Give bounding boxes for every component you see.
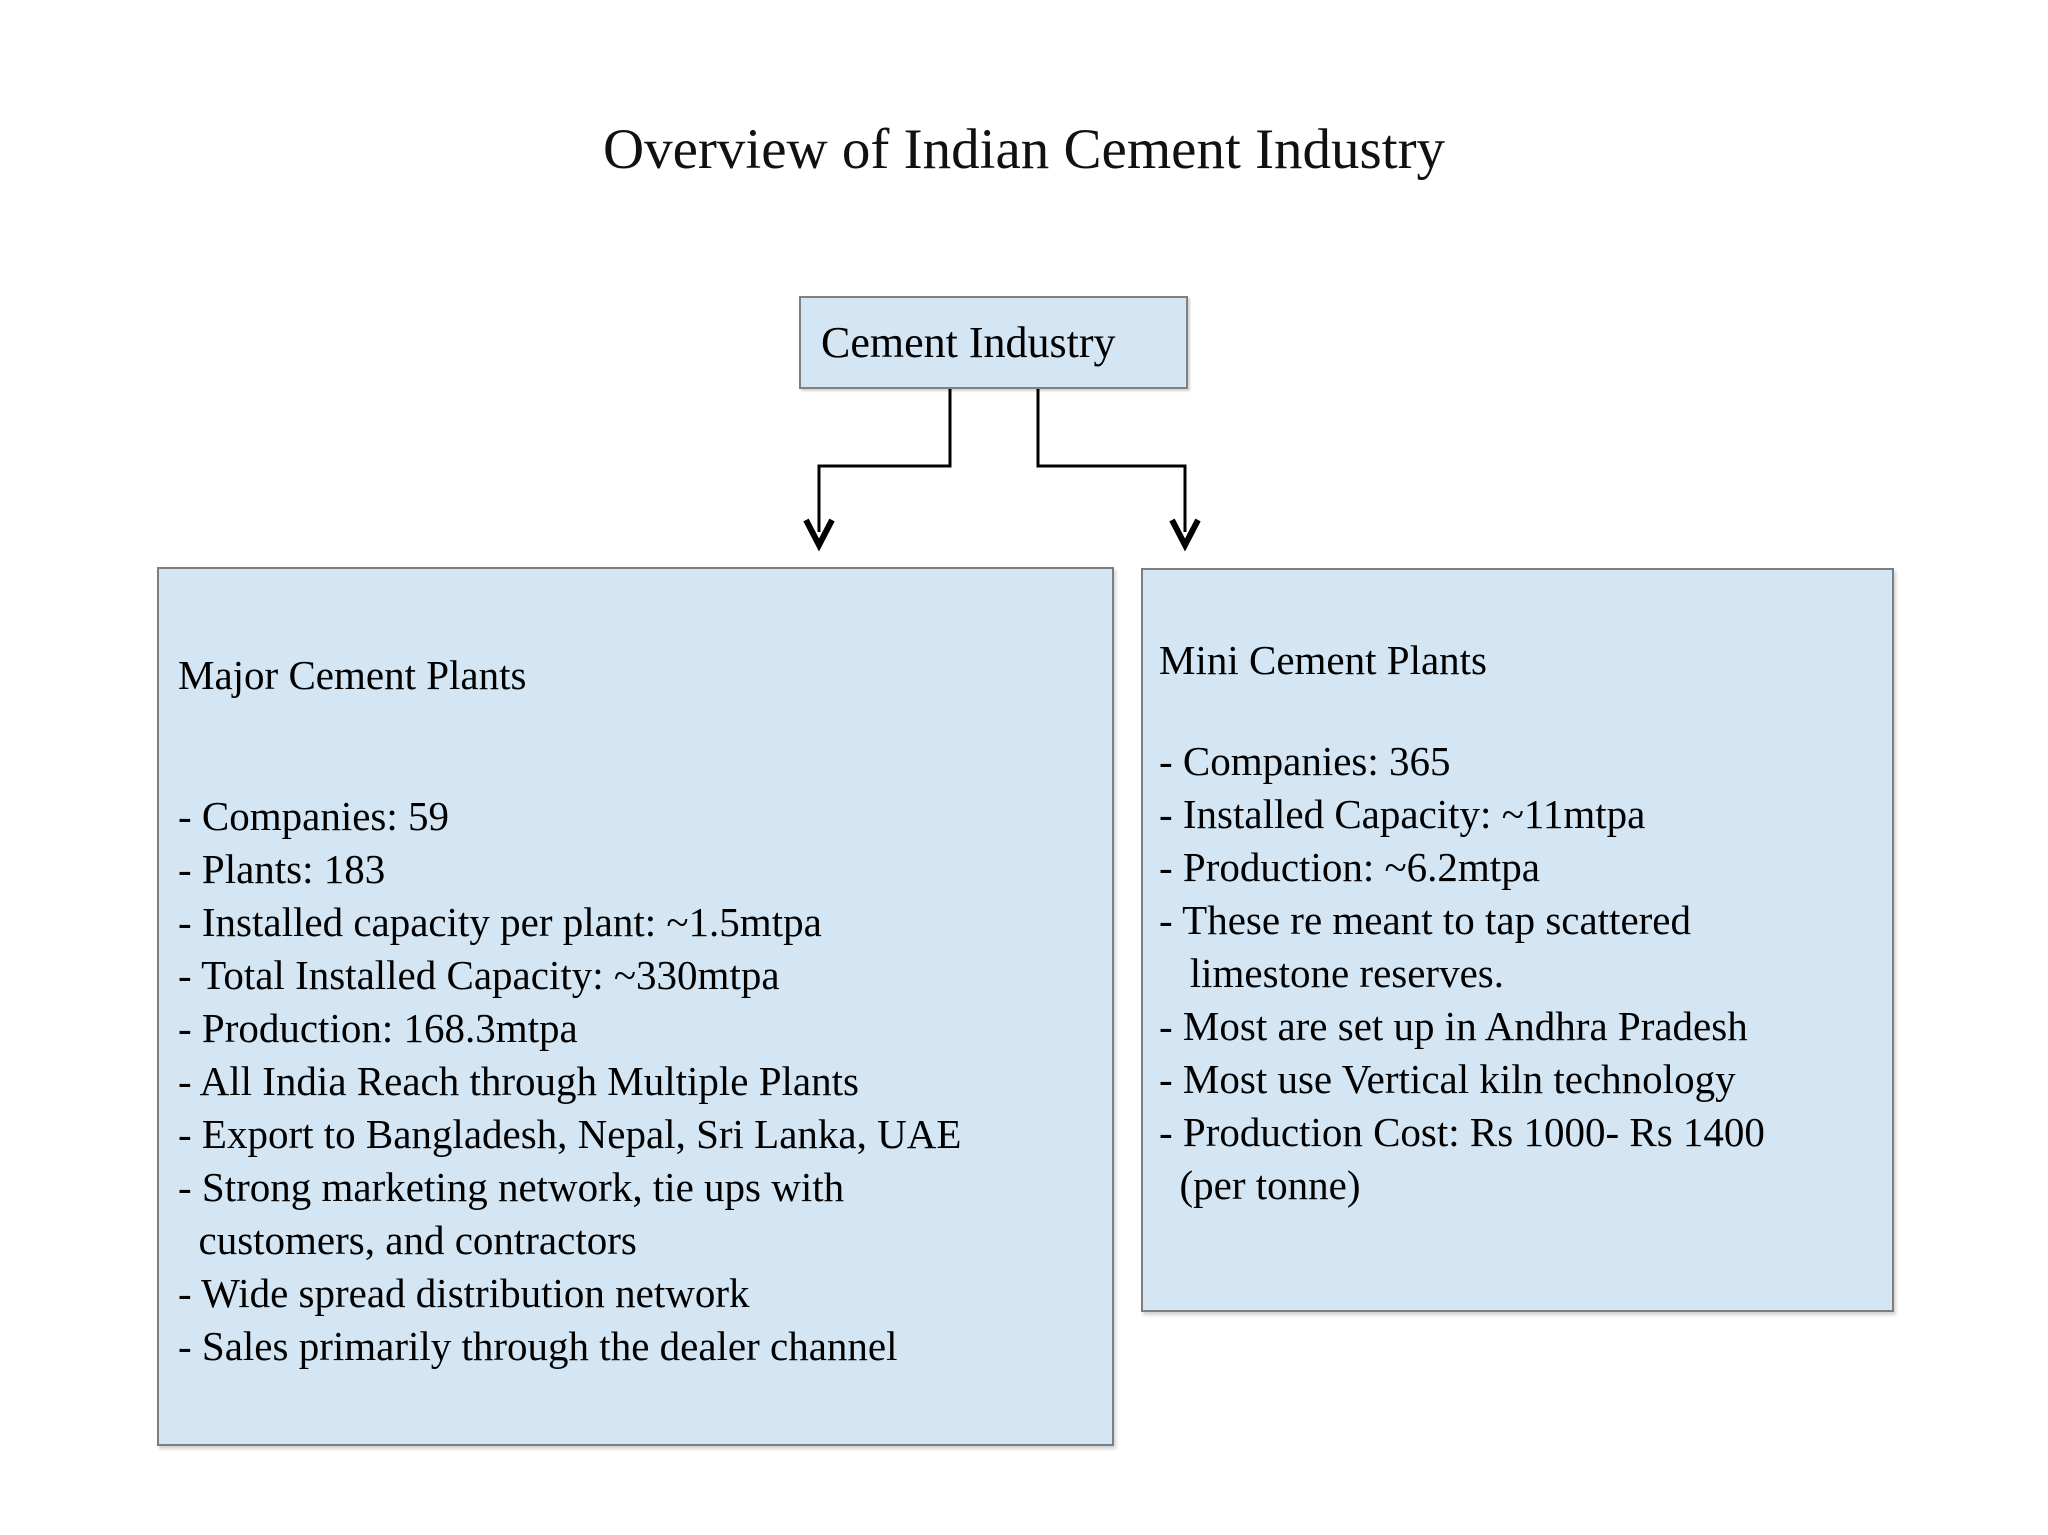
cement-industry-label: Cement Industry xyxy=(821,318,1116,367)
mini-box-heading: Mini Cement Plants xyxy=(1159,637,1487,683)
list-line: (per tonne) xyxy=(1159,1162,1361,1208)
list-line: - These re meant to tap scattered xyxy=(1159,897,1691,943)
mini-box-list: - Companies: 365 - Installed Capacity: ~… xyxy=(1159,735,1876,1212)
list-line: - Most are set up in Andhra Pradesh xyxy=(1159,1003,1748,1049)
mini-cement-plants-box: Mini Cement Plants - Companies: 365 - In… xyxy=(1141,568,1894,1312)
list-line: - Installed Capacity: ~11mtpa xyxy=(1159,791,1646,837)
list-line: - Production Cost: Rs 1000- Rs 1400 xyxy=(1159,1109,1765,1155)
list-line: - All India Reach through Multiple Plant… xyxy=(178,1058,859,1104)
list-line: limestone reserves. xyxy=(1159,950,1504,996)
list-line: - Sales primarily through the dealer cha… xyxy=(178,1323,898,1369)
list-line: - Wide spread distribution network xyxy=(178,1270,750,1316)
major-cement-plants-box: Major Cement Plants - Companies: 59 - Pl… xyxy=(157,567,1114,1446)
page-title: Overview of Indian Cement Industry xyxy=(602,118,1446,181)
connector-left-line xyxy=(817,389,952,532)
list-line: - Production: ~6.2mtpa xyxy=(1159,844,1540,890)
cement-industry-node: Cement Industry xyxy=(799,296,1188,389)
list-line: - Production: 168.3mtpa xyxy=(178,1005,578,1051)
list-line: - Plants: 183 xyxy=(178,846,386,892)
list-line: - Companies: 59 xyxy=(178,793,450,839)
connector-right-line xyxy=(1036,389,1187,532)
list-line: - Total Installed Capacity: ~330mtpa xyxy=(178,952,780,998)
arrowhead-down-right-icon xyxy=(1169,518,1201,552)
arrowhead-down-left-icon xyxy=(803,518,835,552)
list-line: - Strong marketing network, tie ups with xyxy=(178,1164,845,1210)
major-box-heading: Major Cement Plants xyxy=(178,652,527,698)
list-line: - Installed capacity per plant: ~1.5mtpa xyxy=(178,899,822,945)
major-box-list: - Companies: 59 - Plants: 183 - Installe… xyxy=(178,790,1092,1373)
list-line: - Export to Bangladesh, Nepal, Sri Lanka… xyxy=(178,1111,962,1157)
list-line: - Companies: 365 xyxy=(1159,738,1451,784)
list-line: - Most use Vertical kiln technology xyxy=(1159,1056,1736,1102)
list-line: customers, and contractors xyxy=(178,1217,637,1263)
